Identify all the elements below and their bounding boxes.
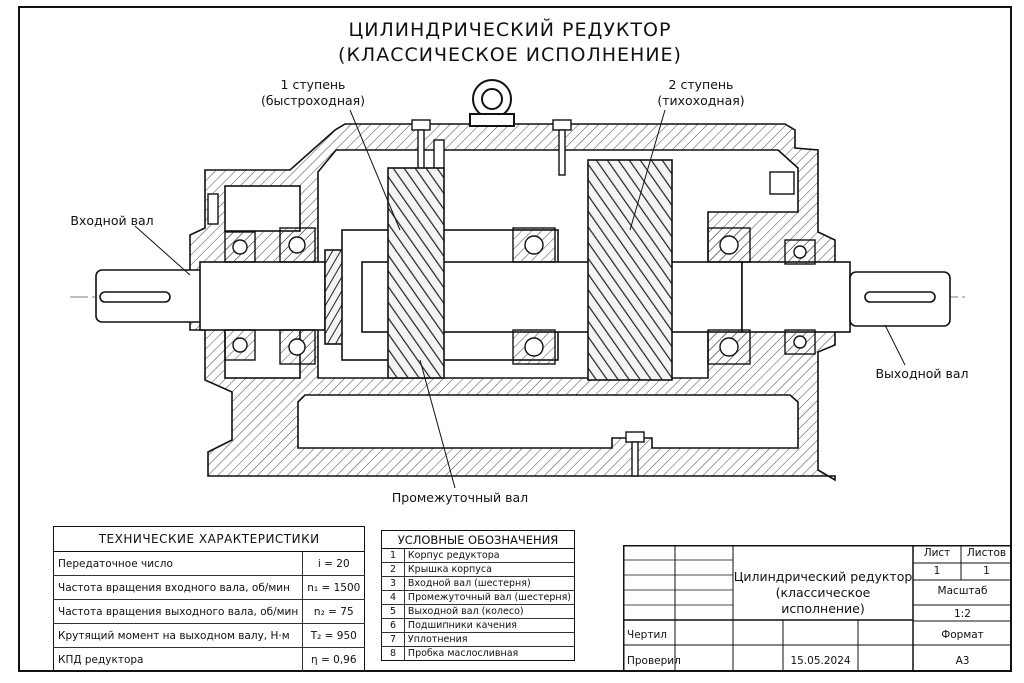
stamp-scale-label: Масштаб (937, 585, 988, 597)
stamp-drawing-name: Цилиндрический редуктор (классическое ис… (733, 569, 913, 617)
stamp-format-label: Формат (941, 629, 984, 641)
spec-value: η = 0,96 (302, 647, 365, 672)
label-stage-1-line1: 1 ступень (280, 77, 346, 92)
legend-number: 7 (381, 632, 405, 647)
title-block-grid (623, 545, 1012, 672)
stamp-drew-label: Чертил (627, 629, 667, 641)
legend-number: 2 (381, 562, 405, 577)
title-block: Цилиндрический редуктор (классическое ис… (623, 545, 1012, 672)
label-stage-1-line2: (быстроходная) (260, 93, 366, 108)
spec-value: n₂ = 75 (302, 599, 365, 624)
legend-text: Подшипники качения (404, 618, 575, 633)
label-stage-2-line2: (тихоходная) (657, 93, 745, 108)
legend-header: УСЛОВНЫЕ ОБОЗНАЧЕНИЯ (381, 530, 575, 549)
spec-value: n₁ = 1500 (302, 575, 365, 600)
stamp-sheet-label: Лист (923, 547, 951, 559)
gear-wheel-stage-1 (387, 167, 445, 379)
stamp-sheet-value: 1 (933, 565, 941, 577)
stamp-checked-label: Проверил (627, 655, 681, 667)
spec-name: Крутящий момент на выходном валу, Н·м (53, 623, 303, 648)
tech-specs-header: ТЕХНИЧЕСКИЕ ХАРАКТЕРИСТИКИ (53, 526, 365, 552)
stamp-name-line2: (классическое исполнение) (775, 585, 871, 616)
spec-name: Частота вращения входного вала, об/мин (53, 575, 303, 600)
output-shaft-body (741, 261, 951, 333)
legend-number: 3 (381, 576, 405, 591)
bearings (224, 227, 816, 365)
label-stage-2: 2 ступень (тихоходная) (636, 77, 766, 109)
legend-text: Входной вал (шестерня) (404, 576, 575, 591)
title-line-1: ЦИЛИНДРИЧЕСКИЙ РЕДУКТОР (348, 19, 672, 41)
legend-number: 6 (381, 618, 405, 633)
spec-name: КПД редуктора (53, 647, 303, 672)
leader-lines (134, 109, 906, 489)
legend-text: Промежуточный вал (шестерня) (404, 590, 575, 605)
label-input-shaft: Входной вал (70, 213, 154, 228)
gear-wheel-stage-2 (587, 159, 673, 381)
drawing-title: ЦИЛИНДРИЧЕСКИЙ РЕДУКТОР (КЛАССИЧЕСКОЕ ИС… (240, 18, 780, 68)
stamp-format-value: А3 (955, 655, 970, 667)
spec-value: i = 20 (302, 551, 365, 576)
legend-text: Корпус редуктора (404, 548, 575, 563)
spec-name: Передаточное число (53, 551, 303, 576)
stamp-sheets-label: Листов (966, 547, 1007, 559)
legend-number: 8 (381, 646, 405, 661)
legend-number: 5 (381, 604, 405, 619)
spec-name: Частота вращения выходного вала, об/мин (53, 599, 303, 624)
label-intermediate-shaft: Промежуточный вал (391, 490, 529, 505)
legend-number: 1 (381, 548, 405, 563)
title-line-2: (КЛАССИЧЕСКОЕ ИСПОЛНЕНИЕ) (338, 44, 682, 66)
sheet-frame (18, 6, 1012, 672)
tech-specs-table: ТЕХНИЧЕСКИЕ ХАРАКТЕРИСТИКИ Передаточное … (53, 526, 366, 672)
input-shaft-body (95, 261, 326, 331)
stamp-sheets-value: 1 (983, 565, 990, 577)
legend-text: Крышка корпуса (404, 562, 575, 577)
legend-text: Уплотнения (404, 632, 575, 647)
stamp-name-line1: Цилиндрический редуктор (733, 569, 913, 584)
stamp-scale-value: 1:2 (954, 608, 971, 620)
legend-text: Выходной вал (колесо) (404, 604, 575, 619)
stamp-date: 15.05.2024 (790, 655, 851, 667)
label-stage-2-line1: 2 ступень (668, 77, 734, 92)
bolts (207, 119, 795, 477)
label-output-shaft: Выходной вал (875, 366, 969, 381)
spec-value: T₂ = 950 (302, 623, 365, 648)
label-stage-1: 1 ступень (быстроходная) (248, 77, 378, 109)
legend-number: 4 (381, 590, 405, 605)
lifting-eye (469, 79, 515, 127)
legend-text: Пробка маслосливная (404, 646, 575, 661)
